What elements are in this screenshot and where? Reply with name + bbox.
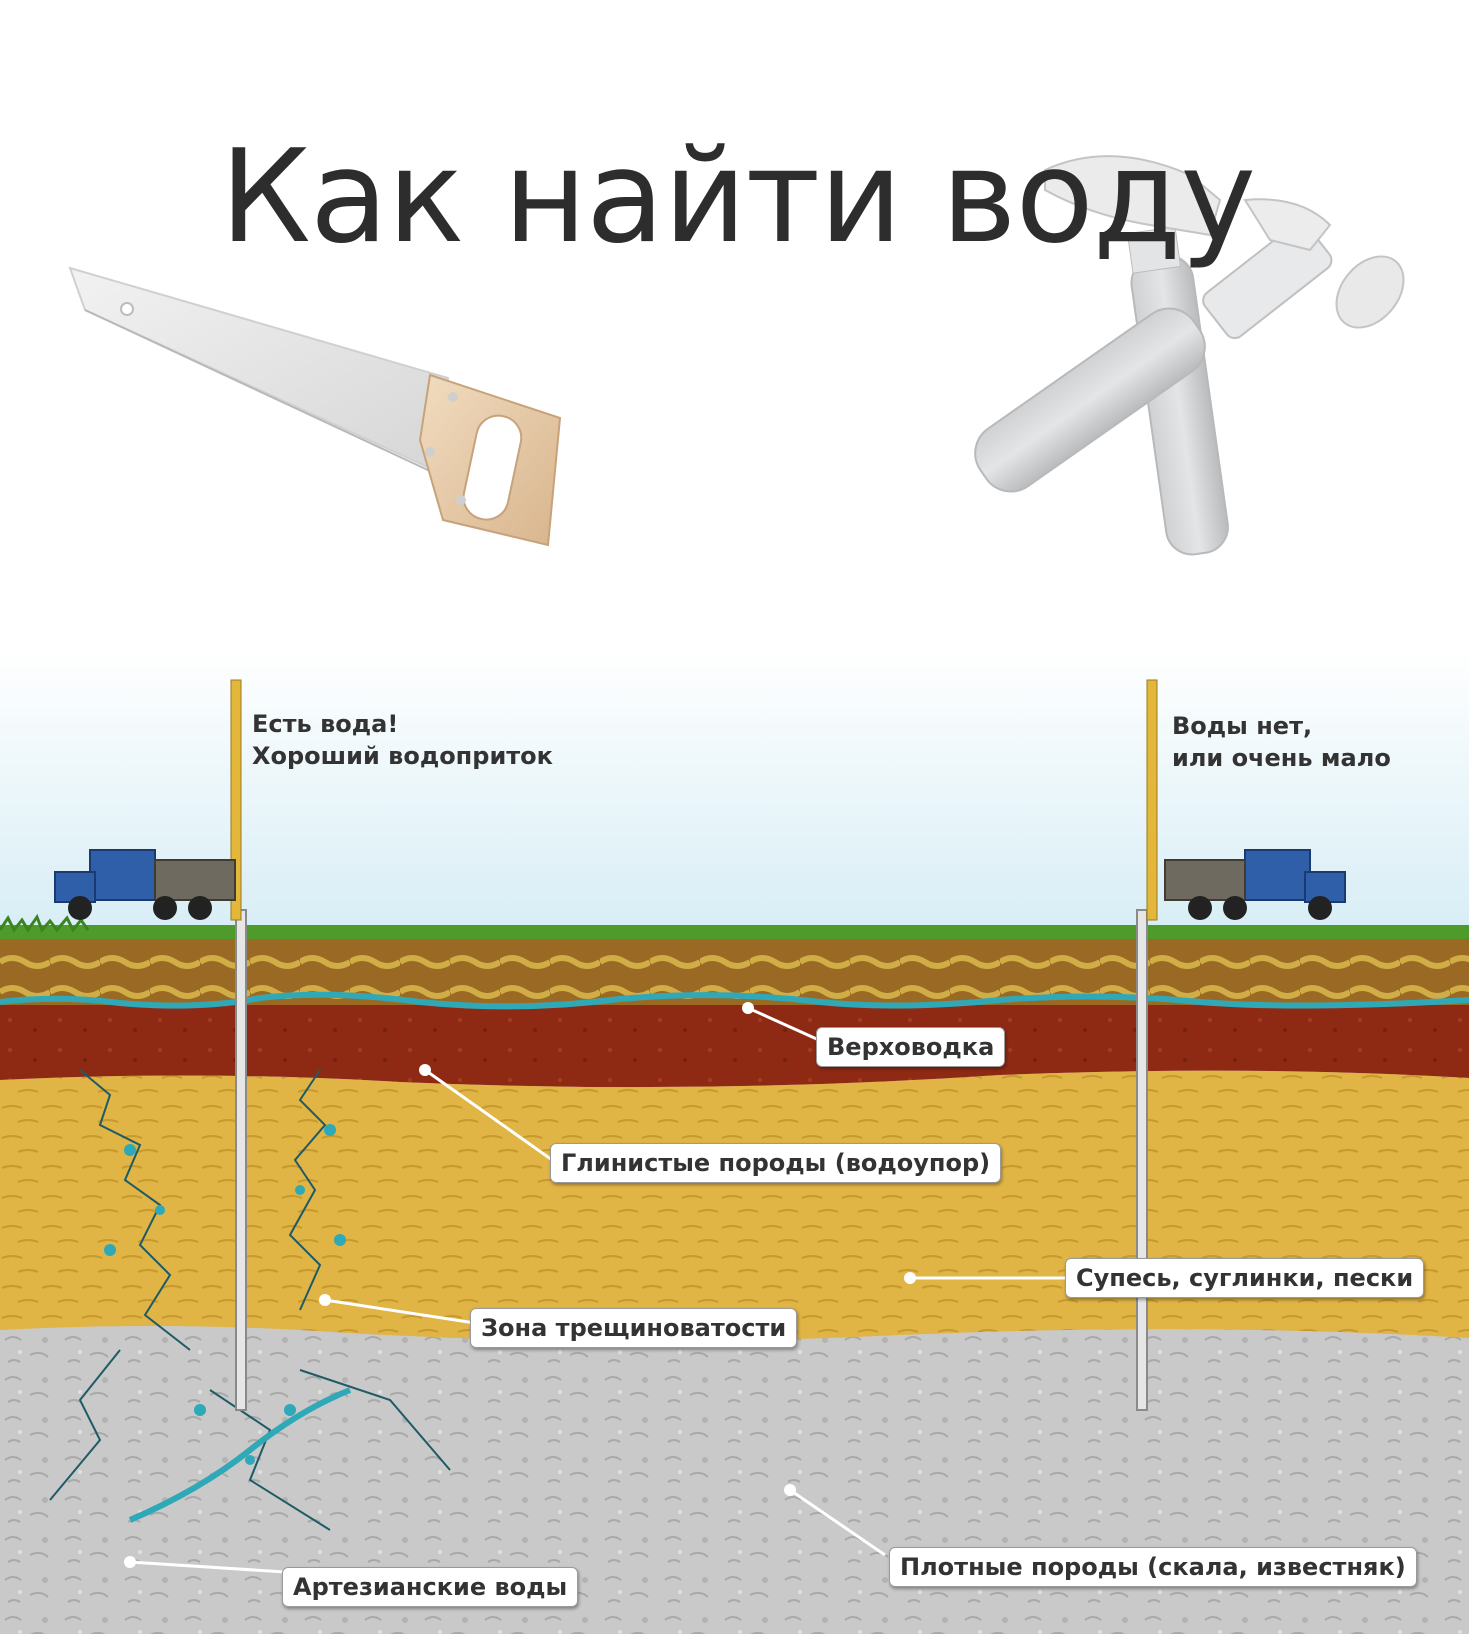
label-clay-layer: Глинистые породы (водоупор) <box>550 1143 1002 1183</box>
drilling-truck-icon <box>1164 849 1346 920</box>
drilling-truck-icon <box>54 849 236 920</box>
label-dense-rock: Плотные породы (скала, известняк) <box>889 1547 1417 1587</box>
left-well-caption-line2: Хороший водоприток <box>252 742 553 770</box>
right-well-caption-line1: Воды нет, <box>1172 712 1313 740</box>
hammer-icon <box>974 198 1405 493</box>
left-well-caption: Есть вода! Хороший водоприток <box>252 708 553 772</box>
label-artesian-water: Артезианские воды <box>282 1567 579 1607</box>
tools-illustration <box>68 155 1405 556</box>
fracture-zone <box>49 1069 451 1531</box>
left-well-caption-line1: Есть вода! <box>252 710 399 738</box>
label-perched-water: Верховодка <box>816 1027 1006 1067</box>
right-well-caption: Воды нет, или очень мало <box>1172 710 1391 774</box>
geology-cross-section <box>0 650 1469 1634</box>
page-title: Как найти воду <box>220 123 1256 272</box>
right-well-caption-line2: или очень мало <box>1172 744 1391 772</box>
label-fracture-zone: Зона трещиноватости <box>470 1308 798 1348</box>
saw-icon <box>68 266 562 547</box>
label-sandy-layer: Супесь, суглинки, пески <box>1065 1258 1425 1298</box>
